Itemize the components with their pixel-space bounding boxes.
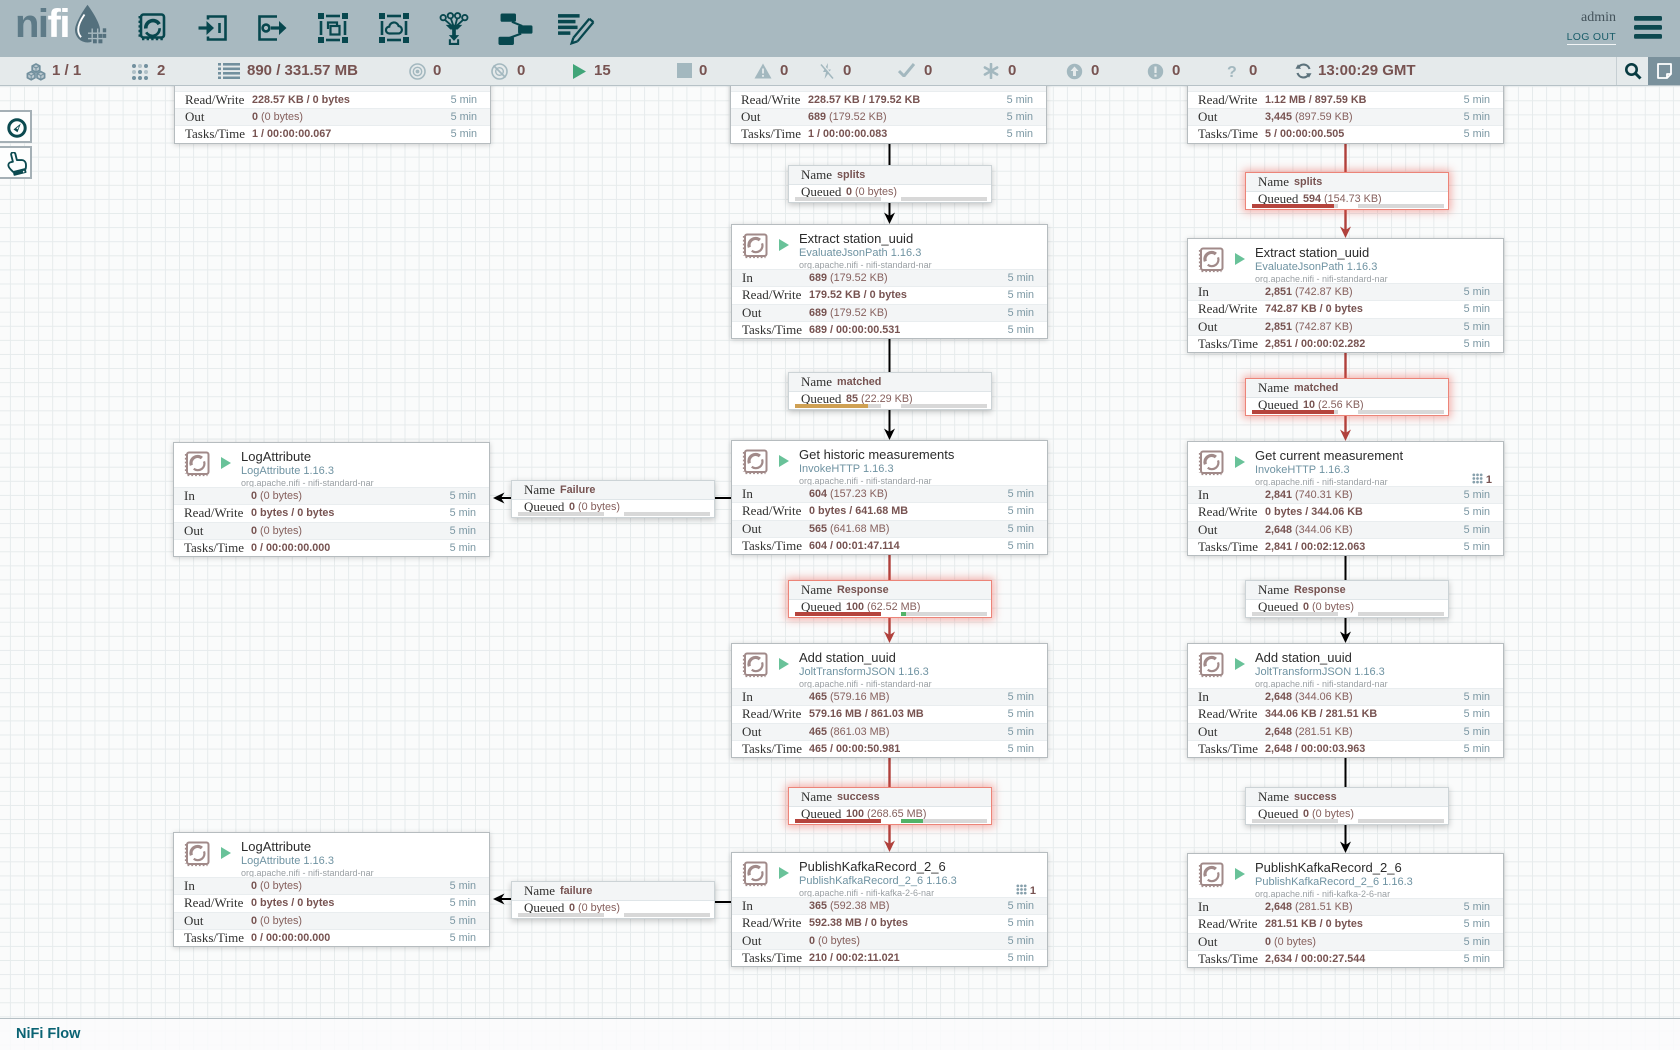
svg-text:?: ? bbox=[1227, 64, 1237, 80]
